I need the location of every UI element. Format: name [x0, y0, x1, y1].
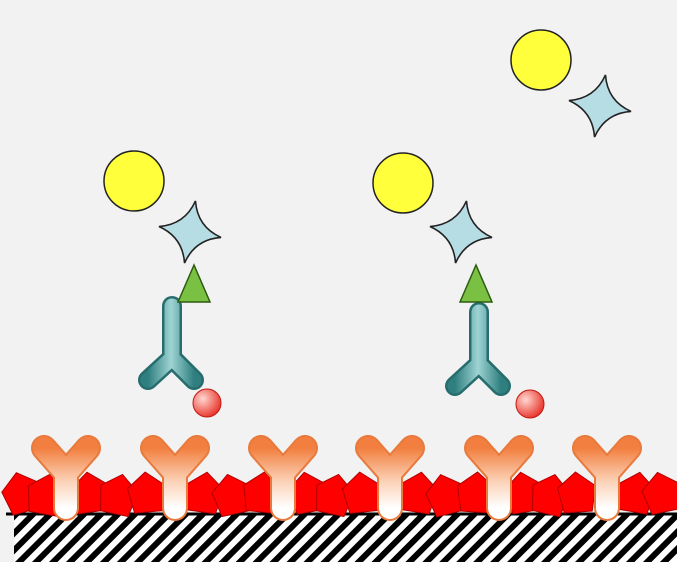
bound-complex-2	[372, 152, 545, 419]
linker-icon	[458, 263, 494, 303]
linker-icon	[176, 263, 212, 303]
analyte-icon	[515, 389, 545, 419]
surface-icon	[6, 512, 677, 562]
free-reporter	[510, 29, 638, 144]
label-bead-icon	[510, 29, 572, 91]
analyte-icon	[192, 388, 222, 418]
label-bead-icon	[372, 152, 434, 214]
bound-complex-1	[103, 150, 228, 418]
label-bead-icon	[103, 150, 165, 212]
